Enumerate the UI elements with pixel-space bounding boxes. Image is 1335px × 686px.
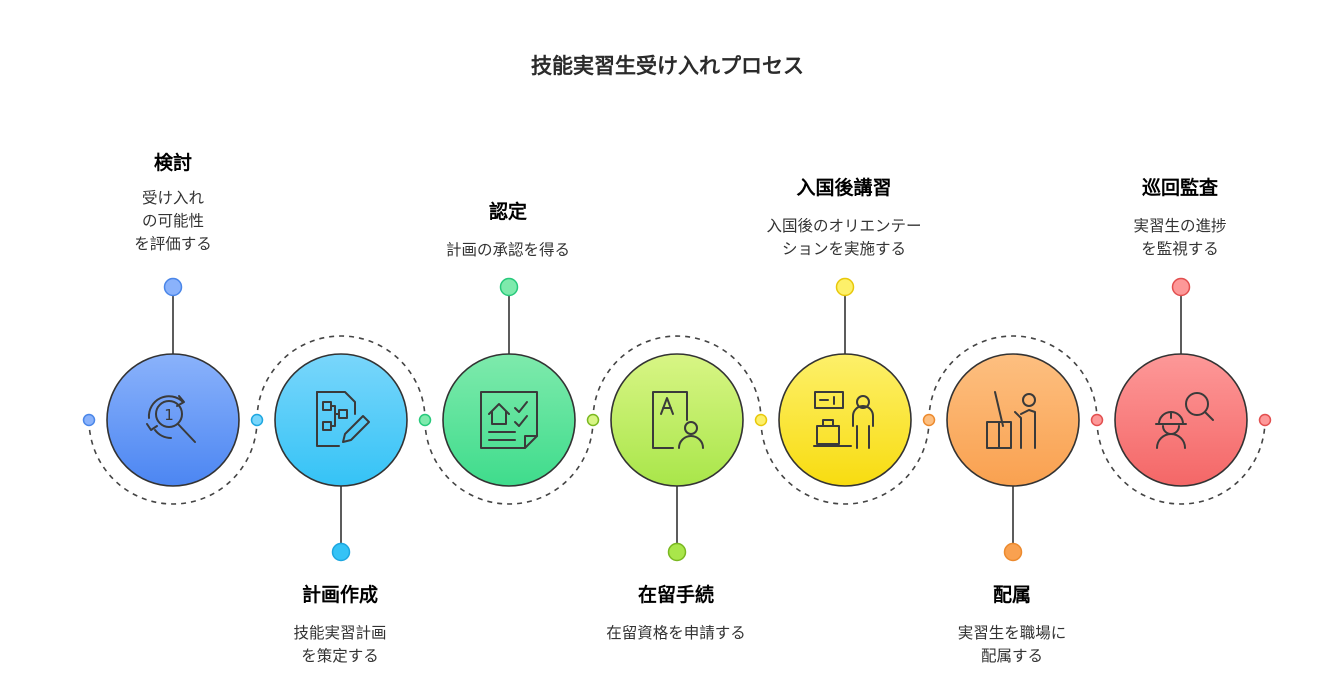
step-4-title: 在留手続 [637, 584, 714, 606]
connector-dot [1258, 413, 1272, 427]
dashed-connector-arc [256, 335, 426, 421]
connector-dot [82, 413, 96, 427]
connector-dot [754, 413, 768, 427]
page-title: 技能実習生受け入れプロセス [531, 54, 804, 78]
dashed-connector-arc [592, 335, 762, 421]
step-2-circle [274, 353, 408, 487]
step-marker-dot [331, 542, 351, 562]
document-person-icon [652, 391, 704, 449]
svg-text:1: 1 [164, 406, 174, 424]
step-6-title: 配属 [992, 584, 1031, 606]
dashed-connector-arc [760, 419, 930, 505]
step-5-circle [778, 353, 912, 487]
step-7-description: 実習生の進捗 を監視する [1133, 217, 1227, 258]
connector-dot [1090, 413, 1104, 427]
step-1-circle [106, 353, 240, 487]
connector-dot [586, 413, 600, 427]
house-checklist-icon [480, 391, 538, 449]
step-marker-dot [499, 277, 519, 297]
dashed-connector-arc [424, 419, 594, 505]
worker-desk-icon [986, 391, 1036, 449]
step-marker-dot [667, 542, 687, 562]
step-3-circle [442, 353, 576, 487]
step-4-description: 在留資格を申請する [606, 624, 746, 642]
step-marker-dot [163, 277, 183, 297]
dashed-connector-arc [928, 335, 1098, 421]
connector-dot [250, 413, 264, 427]
connector-dot [922, 413, 936, 427]
step-5-title: 入国後講習 [796, 177, 892, 199]
flowchart-document-edit-icon [316, 391, 370, 447]
classroom-luggage-person-icon [813, 391, 874, 449]
step-2-title: 計画作成 [301, 584, 378, 606]
helmet-inspector-search-icon [1155, 392, 1214, 449]
connector-dot [418, 413, 432, 427]
step-3-description: 計画の承認を得る [445, 241, 570, 259]
step-7-title: 巡回監査 [1141, 177, 1218, 199]
step-7-circle [1114, 353, 1248, 487]
step-5-description: 入国後のオリエンテー ションを実施する [766, 217, 922, 258]
step-1-title: 検討 [153, 152, 192, 174]
refresh-search-icon: 1 [146, 395, 196, 443]
dashed-connector-arc [88, 419, 258, 505]
step-2-description: 技能実習計画 を策定する [293, 624, 387, 665]
step-marker-dot [1171, 277, 1191, 297]
step-6-circle [946, 353, 1080, 487]
step-6-description: 実習生を職場に 配属する [957, 624, 1067, 665]
step-marker-dot [1003, 542, 1023, 562]
step-marker-dot [835, 277, 855, 297]
dashed-connector-arc [1096, 419, 1266, 505]
step-4-circle [610, 353, 744, 487]
step-1-description: 受け入れ の可能性 を評価する [134, 189, 212, 253]
step-3-title: 認定 [488, 201, 527, 223]
